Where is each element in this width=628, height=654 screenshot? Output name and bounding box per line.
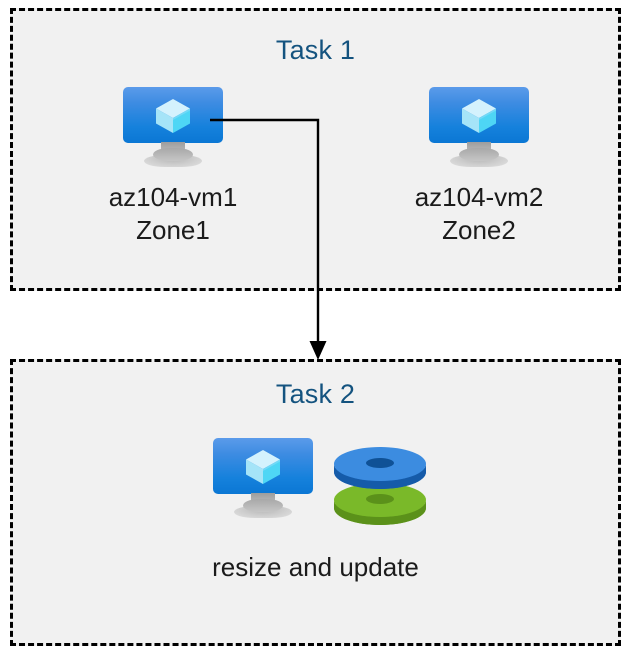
cube-glyph bbox=[156, 99, 190, 133]
virtual-machine-icon bbox=[123, 87, 223, 169]
virtual-machine-icon bbox=[213, 438, 313, 520]
cube-glyph bbox=[462, 99, 496, 133]
monitor-base bbox=[234, 499, 292, 518]
task-2-caption: resize and update bbox=[212, 552, 419, 582]
vm2-zone: Zone2 bbox=[442, 215, 516, 245]
node-label-az104-vm2: az104-vm2 Zone2 bbox=[369, 181, 589, 247]
task-2-title: Task 2 bbox=[275, 379, 356, 409]
arrowhead-icon bbox=[309, 341, 327, 360]
node-resize-target-vm[interactable] bbox=[153, 438, 373, 520]
task-2-container: Task 2 resize and update bbox=[10, 359, 621, 646]
monitor-base bbox=[144, 148, 202, 167]
task-1-title: Task 1 bbox=[275, 35, 356, 65]
cube-glyph bbox=[246, 450, 280, 484]
node-az104-vm1[interactable]: az104-vm1 Zone1 bbox=[63, 87, 283, 247]
monitor-base bbox=[450, 148, 508, 167]
vm1-zone: Zone1 bbox=[136, 215, 210, 245]
virtual-machine-icon bbox=[429, 87, 529, 169]
vm1-name: az104-vm1 bbox=[108, 182, 238, 212]
vm2-name: az104-vm2 bbox=[414, 182, 544, 212]
task-2-caption-wrapper: resize and update bbox=[13, 552, 618, 583]
task-1-container: Task 1 az104-vm1 Zone1 bbox=[10, 8, 621, 291]
node-az104-vm2[interactable]: az104-vm2 Zone2 bbox=[369, 87, 589, 247]
managed-disks-icon bbox=[334, 447, 426, 525]
node-label-az104-vm1: az104-vm1 Zone1 bbox=[63, 181, 283, 247]
